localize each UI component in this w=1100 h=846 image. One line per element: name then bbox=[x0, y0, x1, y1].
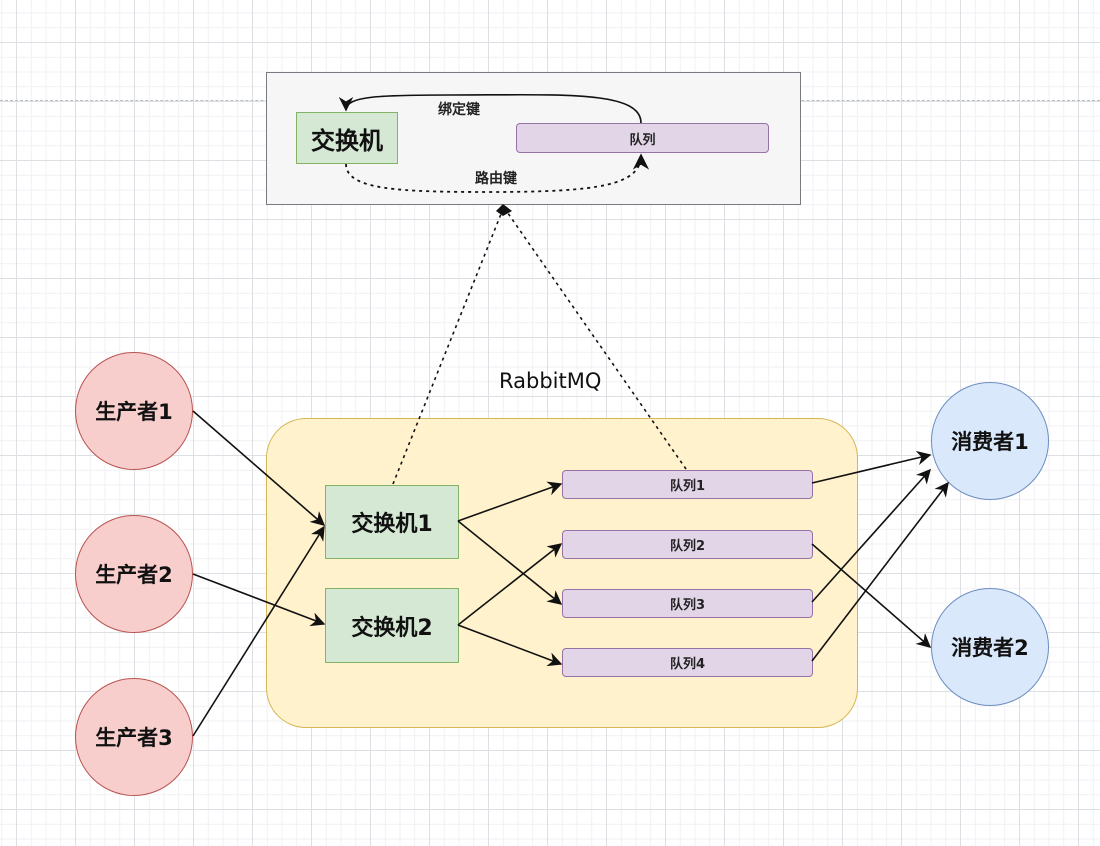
queue-label-1: 队列1 bbox=[669, 479, 706, 494]
legend-queue-label: 队列 bbox=[629, 132, 656, 148]
producer-node-2[interactable]: 生产者2 bbox=[75, 515, 193, 633]
routing-key-label: 路由键 bbox=[475, 171, 517, 187]
legend-exchange-label: 交换机 bbox=[311, 126, 383, 155]
rabbitmq-title: RabbitMQ bbox=[499, 369, 602, 393]
producer-label-2: 生产者2 bbox=[95, 563, 173, 587]
consumer-node-1[interactable]: 消费者1 bbox=[931, 382, 1049, 500]
exchange-node-1[interactable]: 交换机1 bbox=[325, 485, 459, 559]
queue-node-4[interactable]: 队列4 bbox=[562, 648, 813, 677]
legend-queue-node[interactable]: 队列 bbox=[516, 123, 769, 153]
queue-node-2[interactable]: 队列2 bbox=[562, 530, 813, 559]
exchange-node-2[interactable]: 交换机2 bbox=[325, 588, 459, 663]
queue-label-3: 队列3 bbox=[669, 598, 706, 613]
producer-label-3: 生产者3 bbox=[95, 726, 173, 750]
exchange-label-1: 交换机1 bbox=[351, 512, 433, 537]
binding-key-label: 绑定键 bbox=[438, 102, 480, 118]
queue-label-4: 队列4 bbox=[669, 657, 706, 672]
queue-node-3[interactable]: 队列3 bbox=[562, 589, 813, 618]
producer-node-1[interactable]: 生产者1 bbox=[75, 352, 193, 470]
legend-exchange-node[interactable]: 交换机 bbox=[296, 112, 398, 164]
consumer-label-1: 消费者1 bbox=[951, 430, 1029, 454]
producer-label-1: 生产者1 bbox=[95, 400, 173, 424]
queue-node-1[interactable]: 队列1 bbox=[562, 470, 813, 499]
producer-node-3[interactable]: 生产者3 bbox=[75, 678, 193, 796]
rabbitmq-broker-container[interactable] bbox=[266, 418, 858, 728]
exchange-label-2: 交换机2 bbox=[351, 615, 433, 641]
legend-anchor-diamond bbox=[496, 204, 512, 216]
consumer-label-2: 消费者2 bbox=[951, 636, 1029, 660]
consumer-node-2[interactable]: 消费者2 bbox=[931, 588, 1049, 706]
queue-label-2: 队列2 bbox=[669, 539, 706, 554]
